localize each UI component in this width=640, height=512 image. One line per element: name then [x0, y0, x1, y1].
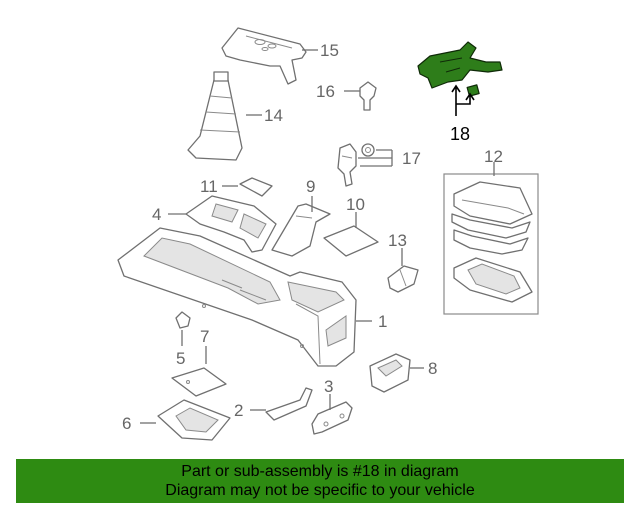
part-18-highlighted-bracket[interactable]	[417, 41, 503, 97]
part-12-armrest-assembly[interactable]	[451, 181, 533, 303]
callout-10[interactable]: 10	[346, 195, 365, 214]
callout-13[interactable]: 13	[388, 231, 407, 250]
part-3-bracket[interactable]	[311, 401, 353, 435]
part-15-shift-indicator-cover[interactable]	[221, 27, 307, 85]
callout-3[interactable]: 3	[324, 377, 333, 396]
leader-17	[358, 149, 393, 167]
callout-6[interactable]: 6	[122, 414, 131, 433]
callout-11[interactable]: 11	[200, 177, 218, 196]
callout-8[interactable]: 8	[428, 359, 437, 378]
callout-17[interactable]: 17	[402, 149, 421, 168]
callout-7[interactable]: 7	[200, 327, 209, 346]
part-17-shift-knob[interactable]	[337, 143, 375, 187]
callout-18[interactable]: 18	[450, 124, 470, 144]
part-7-plate[interactable]	[171, 367, 227, 397]
part-8-cup-holder[interactable]	[369, 353, 411, 393]
info-banner: Part or sub-assembly is #18 in diagram D…	[16, 459, 624, 503]
part-2-bracket[interactable]	[265, 387, 313, 421]
callout-16[interactable]: 16	[316, 82, 335, 101]
part-6-tray[interactable]	[157, 399, 231, 441]
callout-4[interactable]: 4	[152, 205, 161, 224]
part-10-mat[interactable]	[323, 225, 379, 257]
callout-14[interactable]: 14	[264, 106, 283, 125]
exploded-parts-diagram: 15 16 14 17 18 11 9	[117, 27, 539, 441]
callout-15[interactable]: 15	[320, 41, 339, 60]
banner-line-2: Diagram may not be specific to your vehi…	[165, 482, 475, 499]
part-1-console-body[interactable]	[117, 227, 357, 367]
part-11-small-lid[interactable]	[239, 177, 273, 197]
part-14-shift-boot[interactable]	[187, 71, 243, 161]
part-13-clip[interactable]	[387, 265, 419, 293]
callout-2[interactable]: 2	[234, 401, 243, 420]
leader-18	[451, 84, 475, 116]
callout-1[interactable]: 1	[378, 312, 387, 331]
part-5-grommet[interactable]	[175, 311, 191, 329]
banner-line-1: Part or sub-assembly is #18 in diagram	[181, 463, 459, 480]
callout-5[interactable]: 5	[176, 349, 185, 368]
part-9-bracket[interactable]	[271, 203, 331, 257]
callout-9[interactable]: 9	[306, 177, 315, 196]
callout-12[interactable]: 12	[484, 147, 503, 166]
part-16-small-knob[interactable]	[359, 81, 377, 111]
part-4-console-panel[interactable]	[185, 195, 277, 253]
